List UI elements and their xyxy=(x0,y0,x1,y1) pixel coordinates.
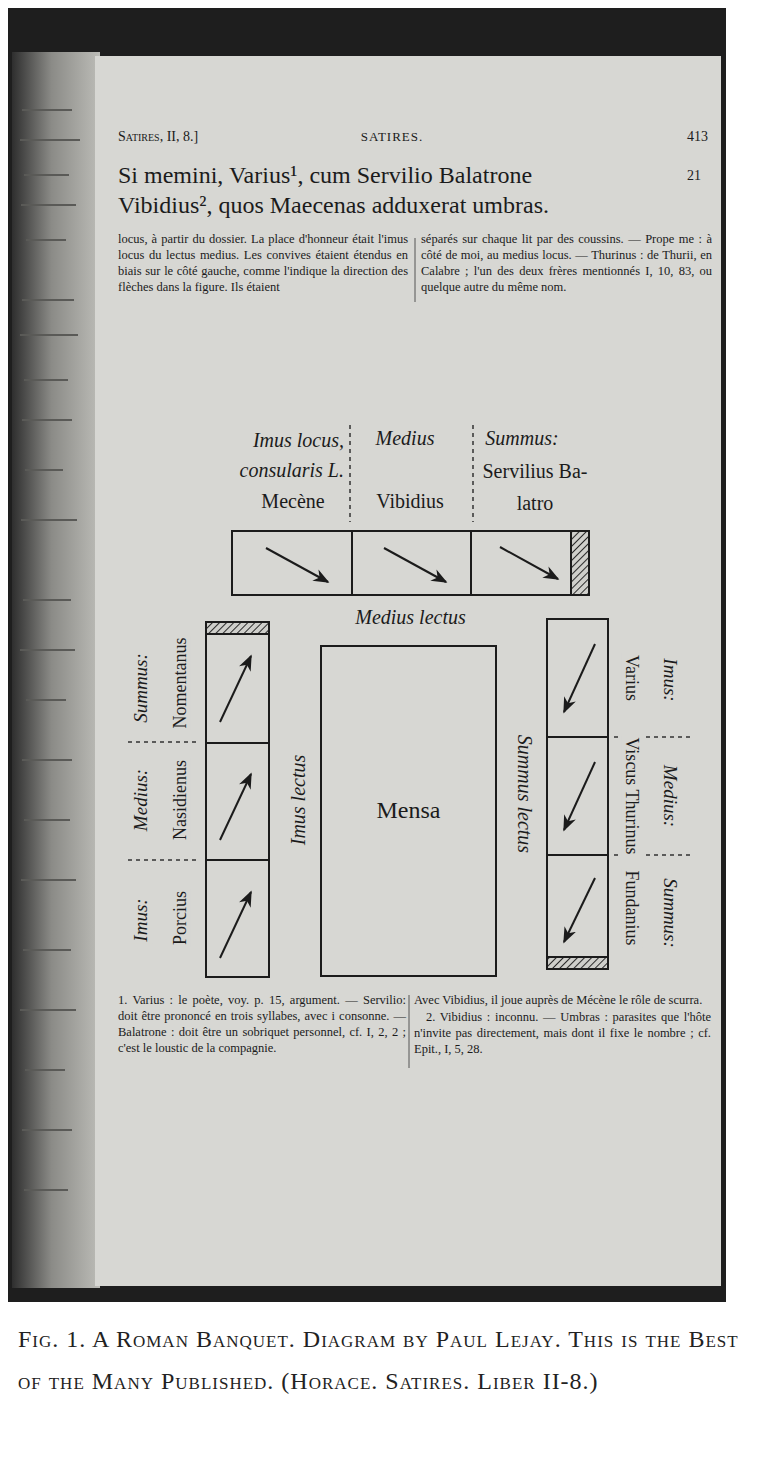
place-label: Imus: xyxy=(659,656,681,703)
place-divider xyxy=(546,956,609,958)
node-label: Summus lectus xyxy=(513,735,536,853)
guest-name: Mecène xyxy=(261,490,324,513)
reclining-arrow xyxy=(220,892,251,958)
caption-ground xyxy=(0,1302,757,1466)
footnote: 2. Vibidius : inconnu. — Umbras : parasi… xyxy=(414,1009,711,1057)
footnote: locus, à partir du dossier. La place d'h… xyxy=(118,231,408,295)
place-label: Medius xyxy=(376,427,435,450)
place-divider xyxy=(546,854,609,856)
couch-box: Summus lectus xyxy=(546,618,609,970)
line-number: 21 xyxy=(687,168,701,184)
guest-name: Fundanius xyxy=(622,868,643,947)
reclining-arrow xyxy=(220,774,251,840)
reclining-arrow xyxy=(564,878,595,942)
column-rule xyxy=(415,238,416,302)
dashed-divider xyxy=(472,425,474,522)
reclining-arrow xyxy=(384,548,446,582)
guest-name: Nomentanus xyxy=(170,636,191,731)
footnote: séparés sur chaque lit par des coussins.… xyxy=(421,231,712,295)
column-rule xyxy=(409,995,410,1068)
node-label: Imus lectus xyxy=(287,754,310,845)
place-divider xyxy=(205,633,270,635)
place-label: Summus: xyxy=(130,651,152,725)
verse-line: Vibidius², quos Maecenas adduxerat umbra… xyxy=(118,192,549,220)
place-label: Imus locus, consularis L. xyxy=(218,425,344,485)
place-divider xyxy=(470,530,472,596)
reclining-arrow xyxy=(564,644,595,712)
couch-box: Imus lectus xyxy=(205,621,270,978)
place-divider xyxy=(546,736,609,738)
couch-box: Medius lectus xyxy=(231,530,590,596)
guest-name: Viscus Thurinus xyxy=(622,735,643,856)
place-divider xyxy=(205,859,270,861)
place-label: Imus: xyxy=(130,896,152,943)
node-label: Mensa xyxy=(377,797,441,825)
place-divider xyxy=(570,530,572,596)
figure-caption: Fig. 1. A Roman Banquet. Diagram by Paul… xyxy=(18,1318,746,1402)
book-page xyxy=(95,56,721,1286)
place-label: Medius: xyxy=(130,767,152,833)
footnote: Avec Vibidius, il joue auprès de Mécène … xyxy=(414,992,711,1008)
couch-headrest xyxy=(206,622,269,634)
reclining-arrow xyxy=(500,547,558,579)
page-stack xyxy=(12,52,100,1288)
running-head: SATIRES. xyxy=(361,130,424,145)
guest-name: Servilius Ba- latro xyxy=(476,455,594,519)
page-number: 413 xyxy=(687,129,708,145)
guest-name: Nasidienus xyxy=(170,758,191,842)
couch-headrest xyxy=(571,531,589,595)
photo-frame xyxy=(8,8,726,1302)
footnote: 1. Varius : le poète, voy. p. 15, argume… xyxy=(118,992,406,1056)
place-label: Summus: xyxy=(659,876,681,950)
dashed-divider xyxy=(128,741,200,743)
dashed-divider xyxy=(128,859,200,861)
verse-line: Si memini, Varius¹, cum Servilio Balatro… xyxy=(118,162,532,190)
table-box: Mensa xyxy=(320,645,497,977)
place-label: Summus: xyxy=(485,427,558,450)
page-stack-lines xyxy=(20,110,80,1190)
running-head: Satires, II, 8.] xyxy=(118,129,198,145)
reclining-arrow xyxy=(564,762,595,830)
dashed-divider xyxy=(349,425,351,522)
reclining-arrow xyxy=(220,656,251,722)
guest-name: Varius xyxy=(622,653,643,703)
place-divider xyxy=(351,530,353,596)
place-divider xyxy=(205,742,270,744)
couch-headrest xyxy=(547,957,608,969)
node-label: Medius lectus xyxy=(355,606,466,629)
place-label: Medius: xyxy=(659,763,681,829)
guest-name: Vibidius xyxy=(376,490,444,513)
guest-name: Porcius xyxy=(170,889,191,947)
reclining-arrow xyxy=(266,548,328,582)
